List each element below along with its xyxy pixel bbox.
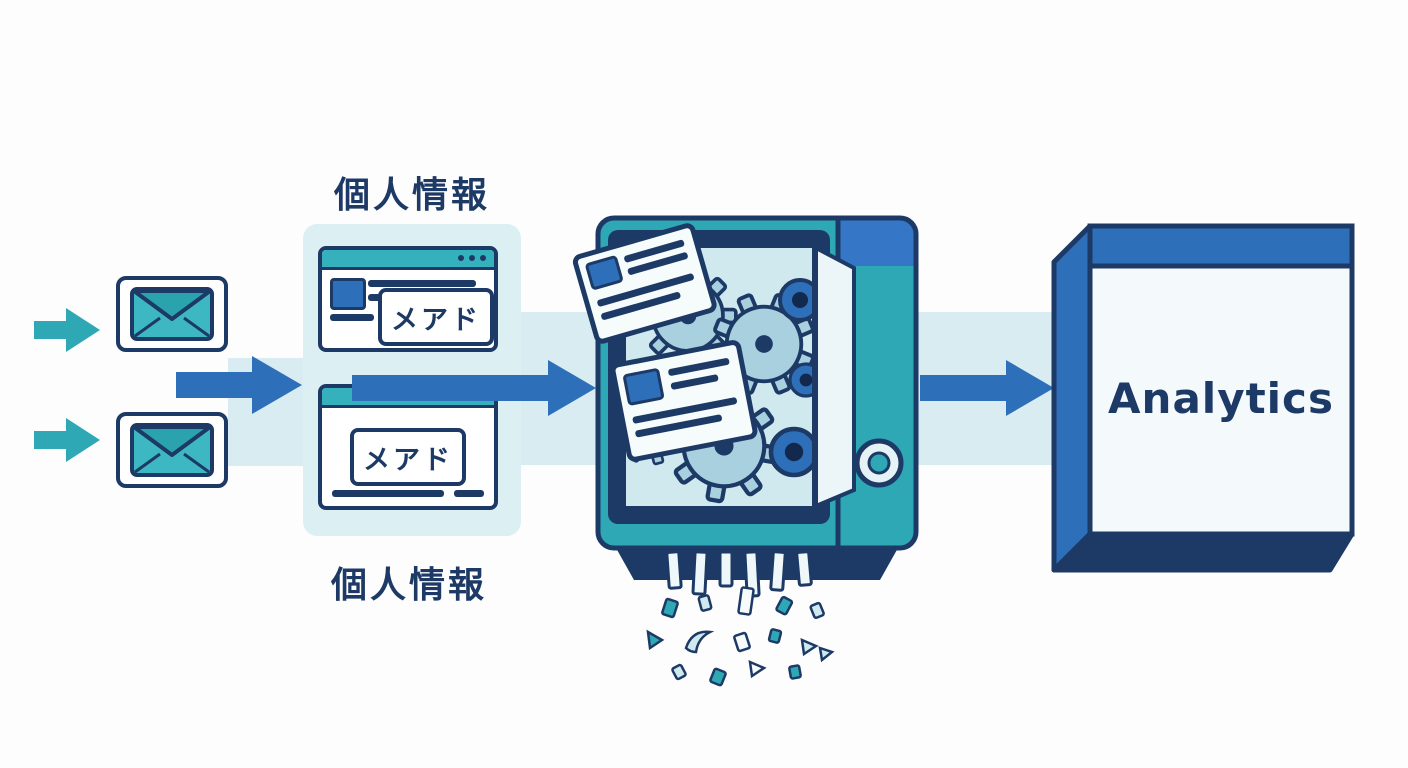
text-line — [454, 490, 484, 497]
falling-document-card — [572, 223, 717, 344]
window-dots-icon — [458, 255, 486, 261]
box-bottom-face — [1051, 531, 1355, 573]
analytics-label: Analytics — [1108, 374, 1334, 423]
input-arrow-icon — [34, 308, 100, 352]
box-top-band — [1087, 223, 1355, 269]
shredder-icon — [572, 215, 919, 687]
personal-info-label-bottom: 個人情報 — [330, 565, 487, 606]
mail-address-badge: メアド — [378, 288, 494, 346]
knob-icon — [854, 438, 904, 488]
envelope-icon — [130, 287, 214, 341]
door-flap — [814, 244, 856, 510]
email-node — [116, 276, 228, 352]
falling-document-card — [610, 340, 758, 462]
box-front-face — [1087, 223, 1355, 537]
avatar-square — [330, 278, 366, 310]
text-line — [332, 490, 444, 497]
paper-strips — [665, 550, 813, 598]
personal-info-label-top: 個人情報 — [333, 175, 490, 216]
flow-arrow-1 — [176, 356, 302, 414]
shred-output — [646, 586, 835, 687]
profile-card-top: メアド — [318, 246, 498, 352]
machine-top-panel — [838, 218, 916, 266]
flow-arrow-3 — [920, 360, 1054, 416]
input-arrow-icon — [34, 418, 100, 462]
mail-address-text: メアド — [391, 304, 481, 336]
text-line — [368, 280, 476, 287]
envelope-icon — [130, 423, 214, 477]
flow-arrow-2 — [352, 360, 596, 416]
card-titlebar — [322, 250, 494, 270]
analytics-box-3d — [1051, 223, 1355, 573]
text-line — [330, 314, 374, 321]
mail-address-badge: メアド — [350, 428, 466, 486]
mail-address-text: メアド — [363, 444, 453, 476]
email-node — [116, 412, 228, 488]
box-left-face — [1051, 223, 1093, 573]
profile-card-bottom: メアド — [318, 384, 498, 510]
